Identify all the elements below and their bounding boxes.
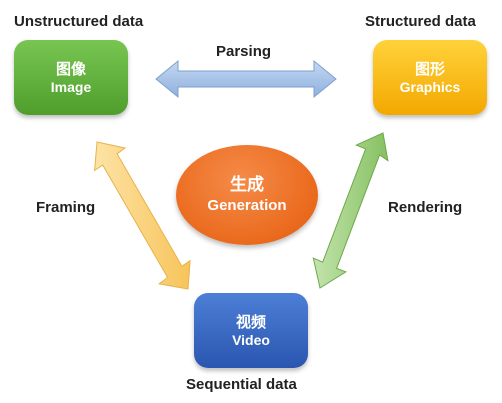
graphics-node-en: Graphics — [399, 78, 461, 95]
generation-node: 生成 Generation — [176, 145, 318, 245]
graphics-caption: Structured data — [365, 13, 476, 30]
image-node-cn: 图像 — [55, 59, 86, 78]
video-node-en: Video — [232, 331, 270, 348]
image-node: 图像 Image — [14, 40, 128, 115]
parsing-label: Parsing — [216, 43, 272, 60]
rendering-arrow — [312, 132, 389, 289]
rendering-label: Rendering — [388, 199, 463, 216]
video-node: 视频 Video — [194, 293, 308, 368]
parsing-arrow — [155, 59, 337, 99]
video-node-cn: 视频 — [235, 312, 266, 331]
graphics-node: 图形 Graphics — [373, 40, 487, 115]
image-caption: Unstructured data — [14, 13, 144, 30]
framing-arrow — [94, 141, 191, 290]
graphics-node-cn: 图形 — [414, 59, 445, 78]
image-node-en: Image — [50, 78, 92, 95]
generation-node-cn: 生成 — [230, 175, 264, 195]
framing-label: Framing — [36, 199, 96, 216]
video-caption: Sequential data — [186, 376, 297, 393]
generation-node-en: Generation — [207, 197, 287, 214]
